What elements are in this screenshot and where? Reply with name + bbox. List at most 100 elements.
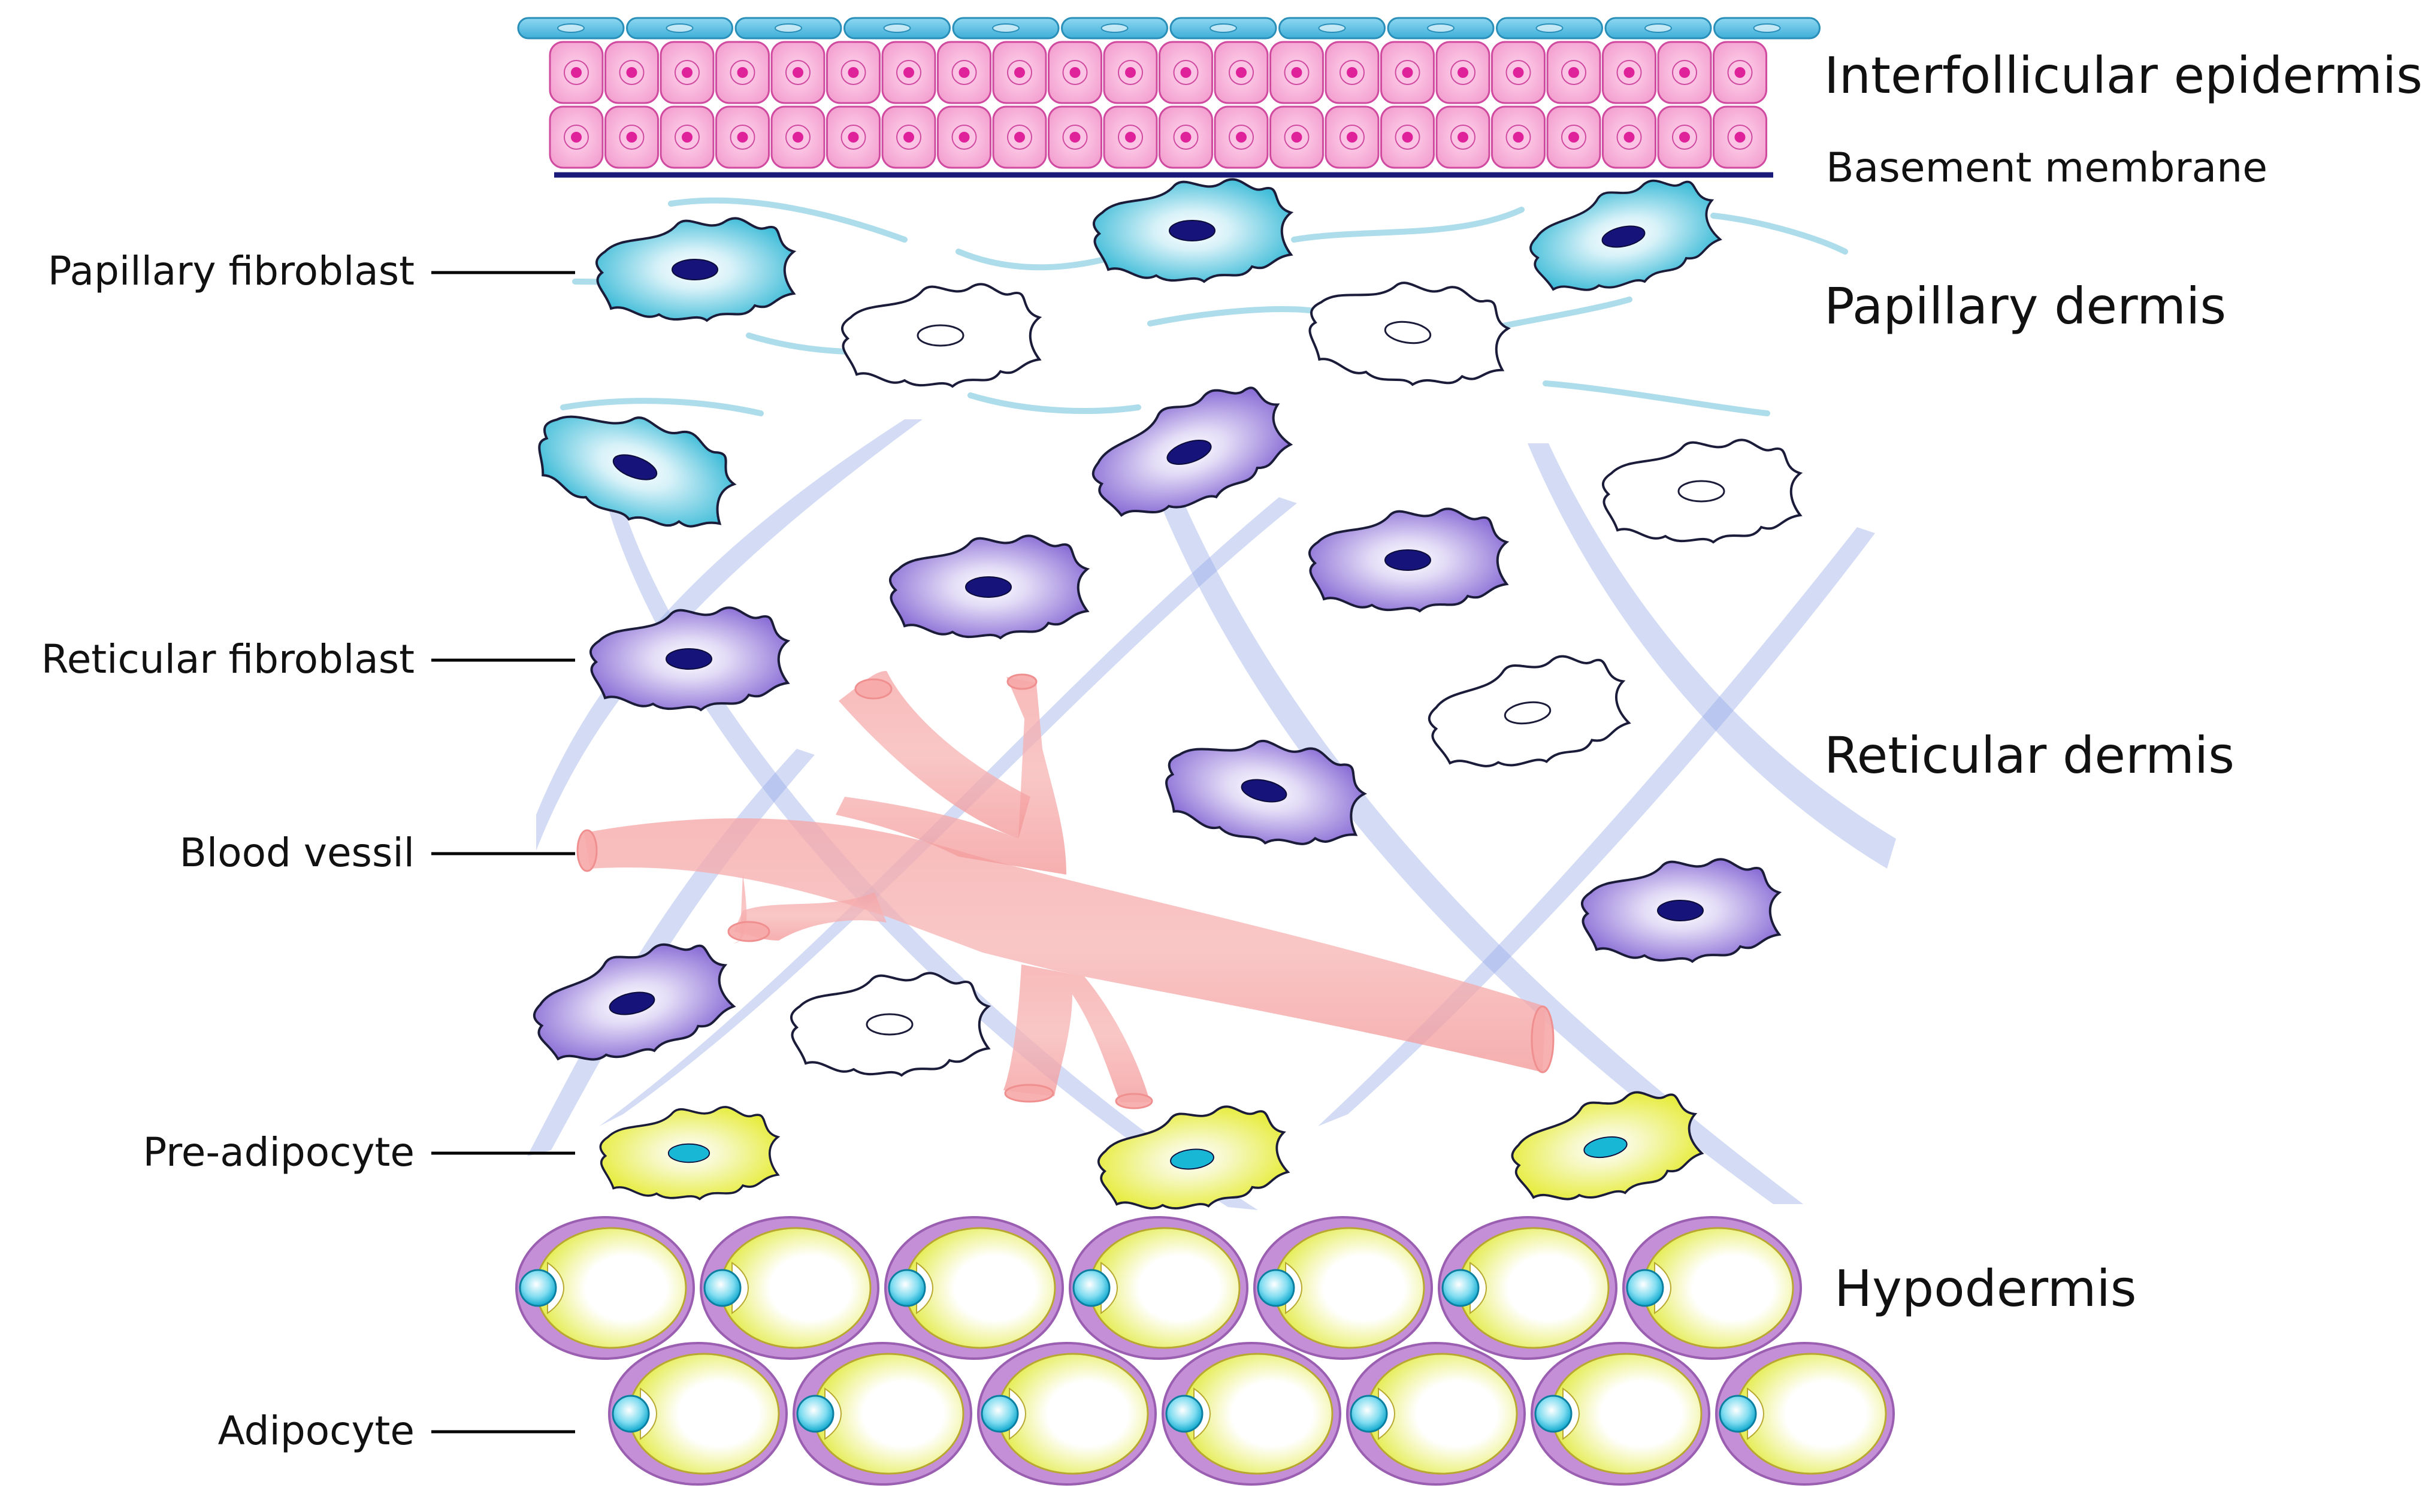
keratinocyte-icon	[604, 105, 659, 169]
keratinocyte-icon	[1657, 41, 1712, 104]
keratinocyte-icon	[1602, 105, 1656, 169]
keratinocyte-icon	[881, 105, 936, 169]
reticular-fibroblast-icon	[589, 606, 789, 711]
reticular-fibroblast-icon	[888, 534, 1088, 639]
adipocyte-icon	[793, 1342, 972, 1486]
elastic-fiber	[560, 398, 764, 416]
keratinocyte-icon	[1048, 41, 1102, 104]
label-papillary-fibroblast: Papillary fibroblast	[48, 248, 415, 294]
keratinocyte-icon	[1546, 105, 1601, 169]
blood-vessel-ends	[576, 673, 1555, 1109]
papillary-fibroblast-icon	[595, 217, 795, 322]
elastic-fiber	[1543, 380, 1770, 416]
keratinocyte-icon	[604, 41, 659, 104]
keratinocyte-icon	[1380, 41, 1435, 104]
reticular-fibroblast-icon	[1156, 719, 1373, 863]
papillary-fibroblast-icon	[1092, 178, 1292, 283]
dermal-cells	[524, 168, 1801, 1218]
adipocyte-icon	[1346, 1342, 1526, 1486]
adipocyte-icon	[1069, 1216, 1248, 1360]
papillary-fibroblast-icon	[1520, 168, 1727, 305]
adipocyte-icon	[1438, 1216, 1617, 1360]
label-papillary-dermis: Papillary dermis	[1824, 277, 2226, 335]
reticular-fibroblast-icon	[1308, 507, 1508, 612]
elastic-fiber	[1710, 213, 1848, 255]
adipocyte-icon	[1253, 1216, 1433, 1360]
elastic-fiber	[1147, 306, 1321, 326]
keratinocyte-icon	[1380, 105, 1435, 169]
adipocyte-icon	[1622, 1216, 1802, 1360]
label-blood-vessil: Blood vessil	[180, 830, 415, 876]
keratinocyte-icon	[660, 41, 715, 104]
label-hypodermis: Hypodermis	[1834, 1259, 2137, 1318]
label-reticular-dermis: Reticular dermis	[1824, 726, 2234, 785]
interfollicular-epidermis	[517, 17, 1821, 169]
keratinocyte-icon	[549, 105, 604, 169]
keratinocyte-icon	[881, 41, 936, 104]
adipocyte-icon	[515, 1216, 695, 1360]
keratinocyte-icon	[549, 41, 604, 104]
papillary-fibroblast-icon	[524, 384, 747, 551]
keratinocyte-icon	[1214, 41, 1269, 104]
quiescent-fibroblast-icon	[1601, 439, 1801, 543]
reticular-fibroblast-icon	[1580, 858, 1780, 963]
keratinocyte-icon	[1435, 105, 1490, 169]
keratinocyte-icon	[1159, 41, 1213, 104]
quiescent-fibroblast-icon	[1302, 267, 1514, 398]
keratinocyte-icon	[660, 105, 715, 169]
keratinocyte-icon	[1491, 41, 1546, 104]
keratinocyte-icon	[715, 41, 770, 104]
keratinocyte-icon	[937, 105, 991, 169]
reticular-fibroblast-icon	[1078, 371, 1301, 533]
pre-adipocyte-icon	[1504, 1081, 1708, 1212]
keratinocyte-icon	[1713, 105, 1767, 169]
hypodermis-adipocytes	[515, 1216, 1895, 1486]
collagen-fiber	[1528, 443, 1896, 869]
keratinocyte-icon	[1103, 41, 1158, 104]
keratinocyte-icon	[1269, 41, 1324, 104]
label-interfollicular-epidermis: Interfollicular epidermis	[1824, 46, 2423, 105]
keratinocyte-icon	[1491, 105, 1546, 169]
keratinocyte-icon	[992, 41, 1047, 104]
collagen-fiber	[1318, 527, 1875, 1126]
adipocyte-icon	[1531, 1342, 1710, 1486]
elastic-fiber	[668, 197, 908, 243]
keratinocyte-icon	[1602, 41, 1656, 104]
label-adipocyte: Adipocyte	[218, 1408, 415, 1454]
keratinocyte-icon	[1546, 41, 1601, 104]
adipocyte-icon	[884, 1216, 1064, 1360]
keratinocyte-icon	[826, 105, 881, 169]
keratinocyte-icon	[770, 105, 826, 169]
keratinocyte-icon	[826, 41, 881, 104]
right-labels: Interfollicular epidermis Basement membr…	[1824, 46, 2423, 1318]
quiescent-fibroblast-icon	[1422, 647, 1634, 779]
label-pre-adipocyte: Pre-adipocyte	[143, 1129, 415, 1175]
label-basement-membrane: Basement membrane	[1826, 144, 2267, 192]
elastic-fibers	[560, 197, 1848, 416]
keratinocyte-icon	[1435, 41, 1490, 104]
keratinocyte-icon	[937, 41, 991, 104]
left-labels: Papillary fibroblast Reticular fibroblas…	[41, 248, 415, 1454]
elastic-fiber	[1291, 207, 1525, 243]
keratinocyte-icon	[770, 41, 826, 104]
reticular-fibroblast-icon	[524, 931, 741, 1075]
keratinocyte-layers	[549, 41, 1767, 169]
keratinocyte-icon	[1048, 105, 1102, 169]
flat-squames	[517, 17, 1821, 40]
keratinocyte-icon	[1159, 105, 1213, 169]
keratinocyte-icon	[715, 105, 770, 169]
keratinocyte-icon	[1214, 105, 1269, 169]
pre-adipocyte-icon	[1093, 1099, 1292, 1218]
keratinocyte-icon	[1269, 105, 1324, 169]
adipocyte-icon	[1162, 1342, 1341, 1486]
adipocyte-icon	[608, 1342, 788, 1486]
keratinocyte-icon	[1325, 41, 1380, 104]
keratinocyte-icon	[1103, 105, 1158, 169]
adipocyte-icon	[1715, 1342, 1895, 1486]
quiescent-fibroblast-icon	[840, 283, 1041, 388]
adipocyte-icon	[977, 1342, 1157, 1486]
adipocyte-icon	[700, 1216, 879, 1360]
keratinocyte-icon	[1713, 41, 1767, 104]
